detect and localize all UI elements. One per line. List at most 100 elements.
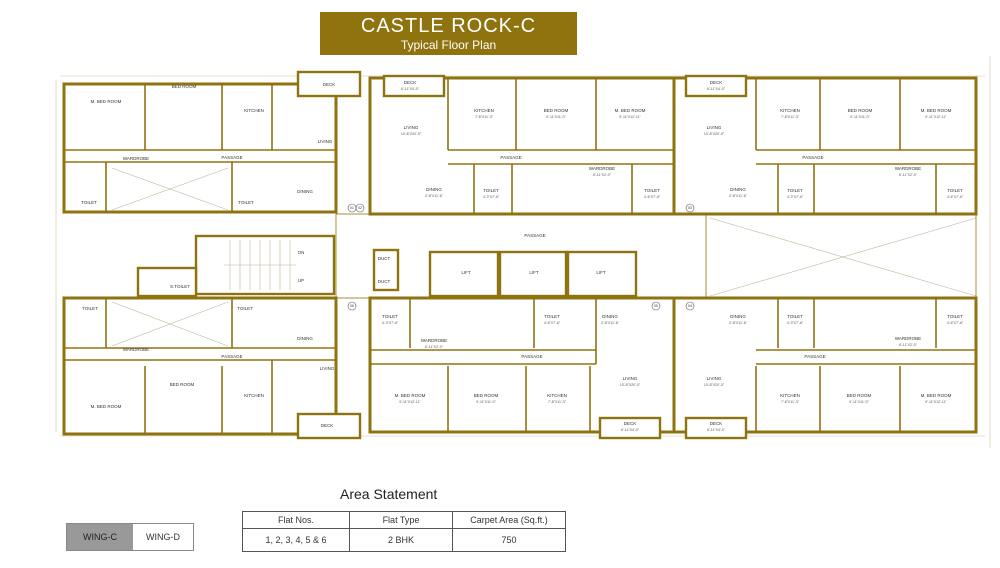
table-cell: 750 (452, 528, 566, 552)
column-header: Flat Type (349, 511, 453, 529)
room-labels: M. BED ROOM BED ROOM KITCHEN DECK LIVING… (81, 80, 964, 432)
flat-number-markers: 01 02 03 04 05 06 (347, 203, 695, 311)
lift-3 (566, 250, 638, 298)
service-toilet-block (136, 266, 198, 298)
room-label: PASSAGE (804, 354, 825, 359)
room-label: TOILET (947, 314, 963, 319)
room-dimension: 7'-8"X11'-3" (781, 400, 800, 404)
room-label: WARDROBE (895, 336, 921, 341)
wing-selector: WING-C WING-D (66, 523, 194, 551)
room-label: M. BED ROOM (921, 393, 952, 398)
room-label: M. BED ROOM (921, 108, 952, 113)
plan-subtitle: Typical Floor Plan (400, 38, 497, 52)
plan-walls (62, 76, 978, 436)
room-dimension: 9'-11"X12'-11" (925, 400, 947, 404)
wing-c-tab[interactable]: WING-C (67, 524, 133, 550)
flat-2-outline (368, 76, 676, 216)
room-label: LIVING (404, 125, 419, 130)
room-label: LIFT (596, 270, 606, 275)
room-label: KITCHEN (244, 108, 264, 113)
room-label: WARDROBE (123, 347, 149, 352)
room-label: M. BED ROOM (615, 108, 646, 113)
room-label: TOILET (787, 314, 803, 319)
room-dimension: 9'-11"X11'-0" (546, 115, 566, 119)
room-label: BED ROOM (544, 108, 569, 113)
duct-block (372, 248, 400, 292)
room-dimension: 7'-8"X11'-3" (475, 115, 494, 119)
room-dimension: 4'-6"X7'-6" (544, 321, 561, 325)
room-dimension: 6'-11"X2'-0" (593, 173, 612, 177)
flat-3-outline (672, 76, 978, 216)
room-label: PASSAGE (524, 233, 545, 238)
room-label: LIVING (320, 366, 335, 371)
room-dimension: 6'-11"X4'-0" (707, 428, 726, 432)
room-label: DECK (710, 421, 723, 426)
table-cell: 2 BHK (349, 528, 453, 552)
room-label: M. BED ROOM (91, 99, 122, 104)
room-label: WARDROBE (421, 338, 447, 343)
plan-title: CASTLE ROCK-C (360, 15, 537, 37)
room-label: PASSAGE (221, 354, 242, 359)
room-label: PASSAGE (221, 155, 242, 160)
room-label: WARDROBE (123, 156, 149, 161)
room-dimension: 9'-11"X12'-11" (619, 115, 641, 119)
table-row: 1, 2, 3, 4, 5 & 6 2 BHK 750 (242, 528, 566, 552)
deck-flat-1 (296, 70, 362, 98)
flat-number: 02 (358, 206, 362, 210)
room-label: ON (298, 250, 305, 255)
wing-d-tab[interactable]: WING-D (146, 532, 180, 542)
room-dimension: 6'-11"X2'-0" (899, 173, 918, 177)
flat-4-outline (672, 296, 978, 434)
room-label: BED ROOM (172, 84, 197, 89)
room-label: LIVING (707, 376, 722, 381)
room-dimension: 4'-6"X7'-6" (947, 321, 964, 325)
floor-plan: M. BED ROOM BED ROOM KITCHEN DECK LIVING… (55, 56, 991, 448)
room-dimension: 10'-8"X20'-0" (704, 132, 725, 136)
room-label: DECK (323, 82, 336, 87)
room-label: DINING (730, 187, 746, 192)
room-label: S.TOILET (170, 284, 190, 289)
room-dimension: 6'-11"X2'-0" (425, 345, 444, 349)
deck-flat-3 (684, 74, 748, 98)
room-label: KITCHEN (780, 108, 800, 113)
room-label: TOILET (238, 200, 254, 205)
room-dimension: 2'-8"X11'-6" (601, 321, 620, 325)
lift-1 (428, 250, 500, 298)
flat-6-outline (62, 296, 338, 436)
room-dimension: 6'-11"X4'-0" (621, 428, 640, 432)
room-label: KITCHEN (474, 108, 494, 113)
lift-2 (498, 250, 568, 298)
room-label: DINING (297, 189, 313, 194)
deck-flat-4 (684, 416, 748, 440)
deck-flat-2 (382, 74, 446, 98)
room-label: DUCT (378, 279, 391, 284)
flat-number: 01 (350, 206, 354, 210)
column-header: Flat Nos. (242, 511, 350, 529)
room-label: M. BED ROOM (91, 404, 122, 409)
table-cell: 1, 2, 3, 4, 5 & 6 (242, 528, 350, 552)
room-label: BED ROOM (474, 393, 499, 398)
room-label: M. BED ROOM (395, 393, 426, 398)
deck-flat-6 (296, 412, 362, 440)
room-label: LIVING (318, 139, 333, 144)
room-label: KITCHEN (780, 393, 800, 398)
room-dimension: 6'-11"X4'-0" (707, 87, 726, 91)
flat-number: 05 (654, 304, 658, 308)
room-dimension: 4'-3"X7'-6" (787, 195, 804, 199)
room-label: TOILET (82, 306, 98, 311)
room-label: KITCHEN (244, 393, 264, 398)
room-label: LIVING (707, 125, 722, 130)
room-dimension: 2'-8"X11'-6" (425, 194, 444, 198)
room-dimension: 6'-11"X4'-0" (401, 87, 420, 91)
room-label: TOILET (544, 314, 560, 319)
room-label: BED ROOM (848, 108, 873, 113)
flat-number: 04 (688, 304, 692, 308)
room-dimension: 9'-11"X12'-11" (399, 400, 421, 404)
room-label: TOILET (947, 188, 963, 193)
room-dimension: 9'-11"X11'-0" (850, 115, 870, 119)
room-label: DECK (321, 423, 334, 428)
room-dimension: 9'-11"X11'-0" (849, 400, 869, 404)
column-header: Carpet Area (Sq.ft.) (452, 511, 566, 529)
room-label: TOILET (483, 188, 499, 193)
room-label: PASSAGE (521, 354, 542, 359)
